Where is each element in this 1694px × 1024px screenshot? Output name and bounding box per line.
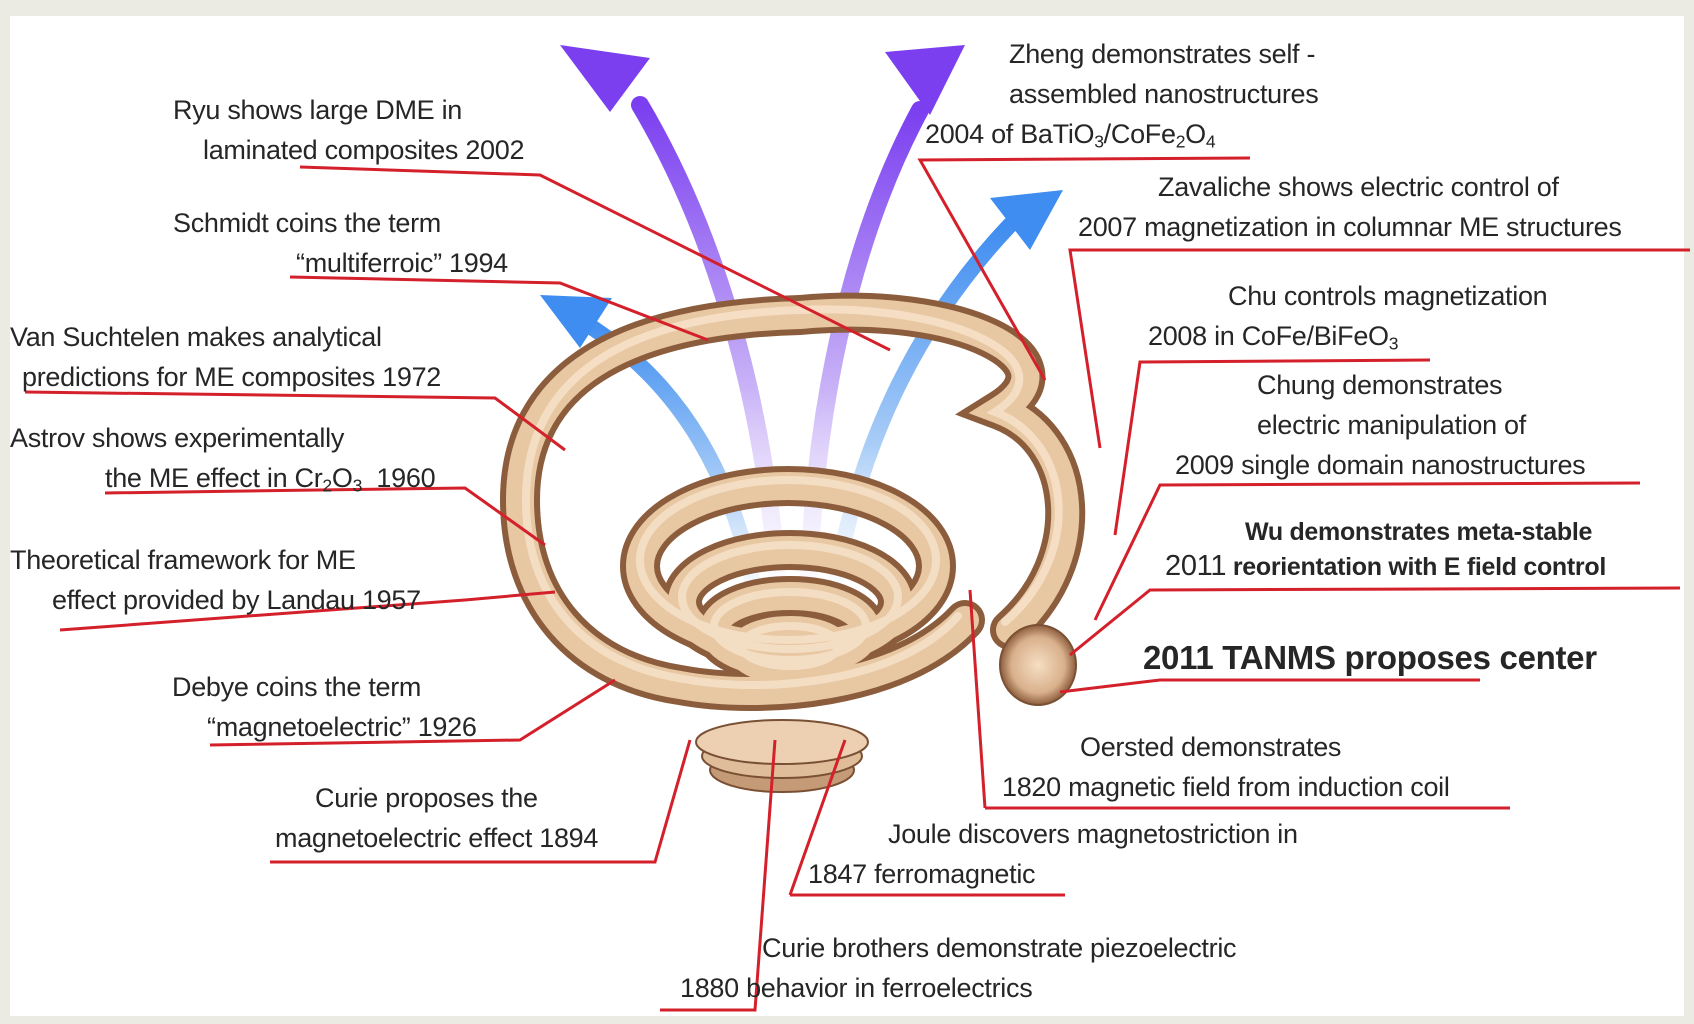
event-ryu-year: 2002 [465, 135, 524, 165]
event-chu-line1: Chu controls magnetization [1228, 281, 1547, 311]
event-landau: Theoretical framework for ME effect prov… [10, 540, 421, 620]
event-oersted-year: 1820 [1002, 772, 1061, 802]
event-ryu-line2: laminated composites [203, 135, 458, 165]
event-zavaliche-line2: magnetization in columnar ME structures [1144, 212, 1622, 242]
event-zheng-line2: assembled nanostructures [1009, 79, 1318, 109]
event-chung: Chung demonstrates electric manipulation… [1175, 365, 1585, 485]
event-curie-year: 1894 [539, 823, 598, 853]
event-chu-year: 2008 [1148, 321, 1207, 351]
event-suchtelen-line1: Van Suchtelen makes analytical [10, 317, 441, 357]
event-brothers-line2: behavior in ferroelectrics [746, 973, 1032, 1003]
event-astrov-sub1: 2 [322, 475, 331, 495]
event-chung-line2: electric manipulation of [1257, 410, 1526, 440]
event-curie: Curie proposes the magnetoelectric effec… [275, 778, 598, 858]
event-zheng-mid: /CoFe [1104, 119, 1176, 149]
event-zheng-line3: of BaTiO [991, 119, 1094, 149]
event-schmidt-line2: “multiferroic” [296, 248, 442, 278]
event-landau-line1: Theoretical framework for ME [10, 540, 421, 580]
event-tanms-text: TANMS proposes center [1222, 639, 1597, 676]
event-wu-line2: reorientation with E field control [1233, 553, 1606, 581]
event-zheng-s2: 2 [1176, 131, 1185, 151]
event-tanms: 2011 TANMS proposes center [1143, 638, 1597, 678]
event-zheng: Zheng demonstrates self - assembled nano… [925, 34, 1318, 154]
event-joule-line1: Joule discovers magnetostriction in [888, 819, 1298, 849]
event-zheng-s3: 4 [1206, 131, 1215, 151]
event-wu: Wu demonstrates meta-stable 2011 reorien… [1165, 515, 1606, 584]
event-debye-year: 1926 [418, 712, 477, 742]
event-suchtelen-year: 1972 [382, 362, 441, 392]
event-chung-year: 2009 [1175, 450, 1234, 480]
event-astrov-line2: the ME effect in Cr [105, 463, 322, 493]
event-brothers-line1: Curie brothers demonstrate piezoelectric [762, 933, 1236, 963]
event-wu-year: 2011 [1165, 550, 1226, 582]
event-oersted-line1: Oersted demonstrates [1080, 732, 1341, 762]
event-debye-line1: Debye coins the term [172, 667, 477, 707]
event-zheng-s1: 3 [1094, 131, 1103, 151]
event-chu: Chu controls magnetization 2008 in CoFe/… [1148, 276, 1547, 356]
event-astrov-line1: Astrov shows experimentally [10, 418, 435, 458]
event-landau-year: 1957 [362, 585, 421, 615]
spiral-base [696, 720, 868, 792]
event-zavaliche-line1: Zavaliche shows electric control of [1158, 172, 1559, 202]
event-brothers: Curie brothers demonstrate piezoelectric… [680, 928, 1236, 1008]
event-chu-line2: in CoFe/BiFeO [1214, 321, 1389, 351]
event-joule: Joule discovers magnetostriction in 1847… [808, 814, 1298, 894]
event-curie-line2: magnetoelectric effect [275, 823, 532, 853]
event-oersted: Oersted demonstrates 1820 magnetic field… [1002, 727, 1450, 807]
event-astrov-year: 1960 [376, 463, 435, 493]
event-brothers-year: 1880 [680, 973, 739, 1003]
event-chu-sub: 3 [1389, 333, 1398, 353]
event-suchtelen-line2: predictions for ME composites [22, 362, 375, 392]
event-astrov-mid: O [332, 463, 353, 493]
event-tanms-year: 2011 [1143, 639, 1213, 676]
event-astrov: Astrov shows experimentally the ME effec… [10, 418, 435, 498]
event-suchtelen: Van Suchtelen makes analytical predictio… [10, 317, 441, 397]
event-zavaliche-year: 2007 [1078, 212, 1137, 242]
event-debye-line2: “magnetoelectric” [207, 712, 410, 742]
event-zheng-year: 2004 [925, 119, 984, 149]
event-debye: Debye coins the term “magnetoelectric” 1… [172, 667, 477, 747]
event-landau-line2: effect provided by Landau [52, 585, 355, 615]
event-chung-line1: Chung demonstrates [1257, 370, 1502, 400]
event-curie-line1: Curie proposes the [315, 783, 538, 813]
event-astrov-sub2: 3 [353, 475, 362, 495]
event-zavaliche: Zavaliche shows electric control of 2007… [1078, 167, 1622, 247]
event-ryu-line1: Ryu shows large DME in [173, 90, 524, 130]
event-zheng-mid2: O [1185, 119, 1206, 149]
event-joule-line2: ferromagnetic [874, 859, 1035, 889]
event-schmidt-year: 1994 [449, 248, 508, 278]
coil-end-cap [1000, 625, 1076, 705]
event-schmidt-line1: Schmidt coins the term [173, 203, 508, 243]
event-wu-line1: Wu demonstrates meta-stable [1245, 518, 1592, 546]
event-oersted-line2: magnetic field from induction coil [1068, 772, 1450, 802]
event-chung-line3: single domain nanostructures [1241, 450, 1585, 480]
event-zheng-line1: Zheng demonstrates self - [1009, 39, 1315, 69]
event-ryu: Ryu shows large DME in laminated composi… [173, 90, 524, 170]
event-schmidt: Schmidt coins the term “multiferroic” 19… [173, 203, 508, 283]
event-joule-year: 1847 [808, 859, 867, 889]
